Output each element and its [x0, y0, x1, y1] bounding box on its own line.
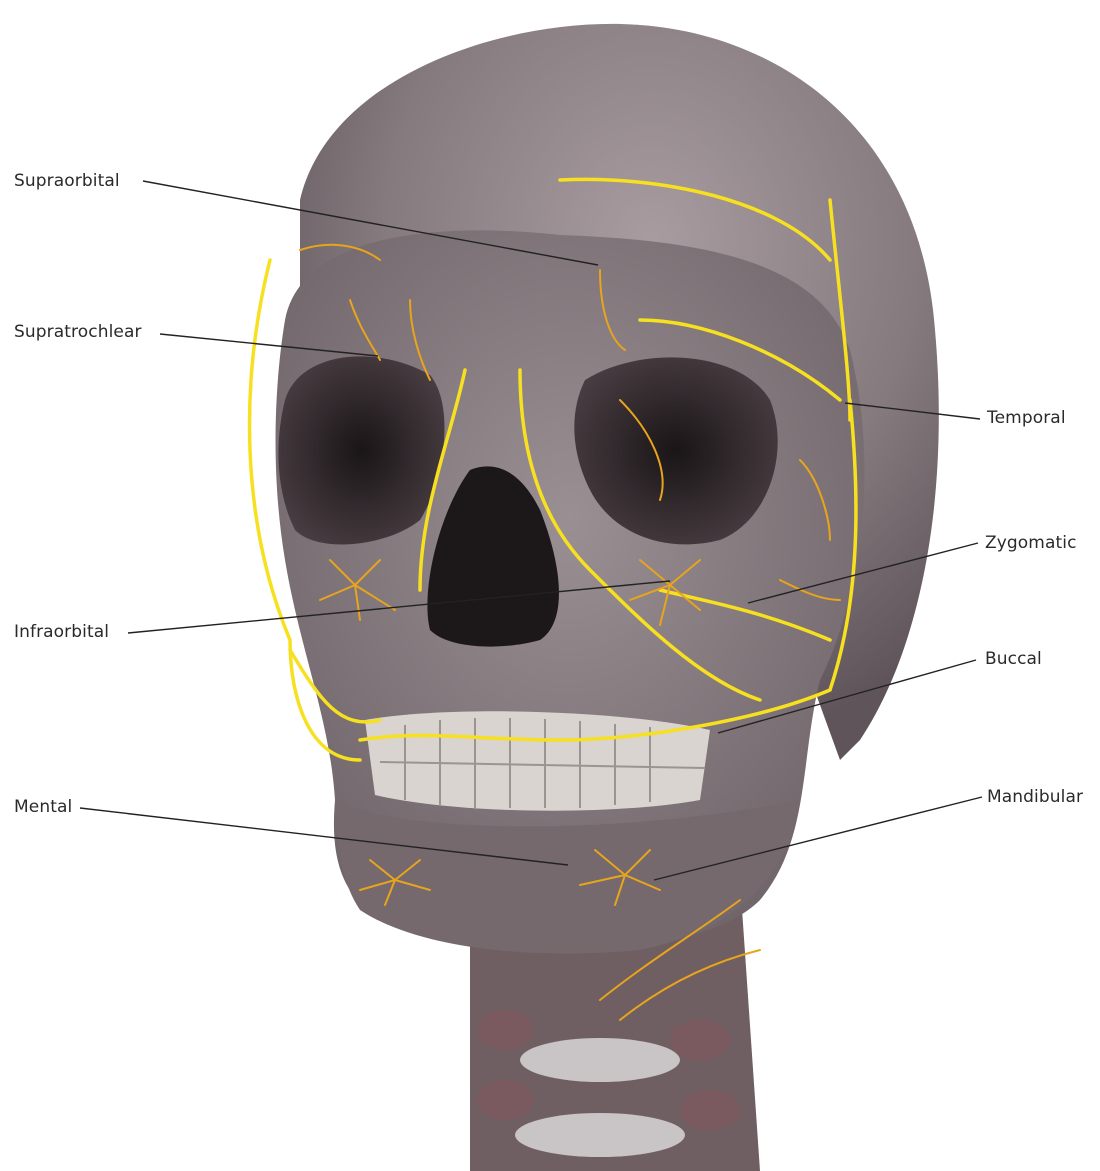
- label-supratrochlear: Supratrochlear: [14, 322, 142, 342]
- teeth: [365, 711, 710, 810]
- label-mental: Mental: [14, 797, 72, 817]
- label-infraorbital: Infraorbital: [14, 622, 109, 642]
- label-mandibular: Mandibular: [987, 787, 1083, 807]
- label-supraorbital: Supraorbital: [14, 171, 120, 191]
- label-temporal: Temporal: [987, 408, 1066, 428]
- label-zygomatic: Zygomatic: [985, 533, 1077, 553]
- right-orbit: [278, 356, 444, 544]
- label-buccal: Buccal: [985, 649, 1042, 669]
